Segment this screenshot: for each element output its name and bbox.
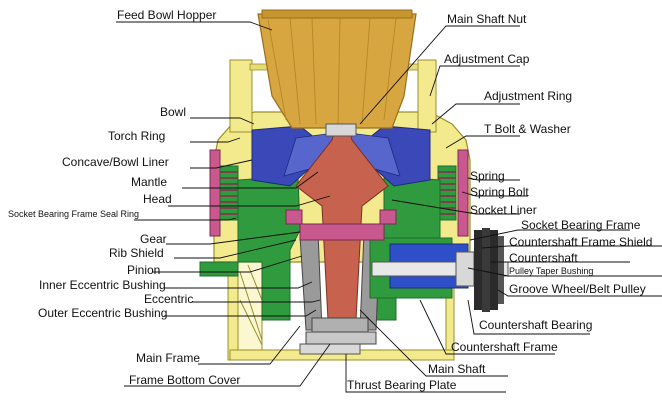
label-t-bolt-washer: T Bolt & Washer — [484, 122, 571, 136]
label-spring: Spring — [470, 169, 505, 183]
label-pulley-taper-bushing: Pulley Taper Bushing — [509, 266, 594, 276]
label-bowl: Bowl — [160, 105, 187, 119]
label-socket-bearing-frame-seal-ring: Socket Bearing Frame Seal Ring — [8, 209, 140, 219]
label-mantle: Mantle — [131, 175, 168, 189]
label-main-shaft: Main Shaft — [428, 362, 486, 376]
label-outer-eccentric-bushing: Outer Eccentric Bushing — [38, 306, 168, 320]
main-frame — [227, 261, 455, 361]
label-concave-bowl-liner: Concave/Bowl Liner — [62, 155, 169, 169]
label-gear: Gear — [140, 232, 167, 246]
label-socket-liner: Socket Liner — [470, 203, 537, 217]
label-main-shaft-nut: Main Shaft Nut — [447, 12, 527, 26]
leader-lines — [116, 21, 662, 393]
label-feed-bowl-hopper: Feed Bowl Hopper — [117, 8, 217, 22]
spring-assembly-right — [437, 149, 469, 237]
label-adjustment-ring: Adjustment Ring — [484, 89, 573, 103]
label-eccentric: Eccentric — [144, 292, 194, 306]
label-spring-bolt: Spring Bolt — [470, 185, 529, 199]
label-thrust-bearing-plate: Thrust Bearing Plate — [347, 378, 457, 392]
label-socket-bearing-frame: Socket Bearing Frame — [521, 218, 641, 232]
label-frame-bottom-cover: Frame Bottom Cover — [129, 373, 241, 387]
label-inner-eccentric-bushing: Inner Eccentric Bushing — [39, 278, 166, 292]
socket-bearing-frame-body — [199, 175, 441, 321]
label-adjustment-cap: Adjustment Cap — [444, 52, 530, 66]
label-rib-shield: Rib Shield — [109, 246, 164, 260]
label-head: Head — [143, 192, 172, 206]
label-countershaft-bearing: Countershaft Bearing — [479, 318, 593, 332]
feed-bowl-hopper — [257, 9, 417, 129]
label-pinion: Pinion — [127, 263, 161, 277]
label-countershaft-frame-shield: Countershaft Frame Shield — [509, 235, 653, 249]
label-torch-ring: Torch Ring — [108, 129, 166, 143]
label-groove-wheel-belt-pulley: Groove Wheel/Belt Pulley — [509, 282, 646, 296]
label-countershaft: Countershaft — [509, 251, 578, 265]
label-countershaft-frame: Countershaft Frame — [451, 340, 558, 354]
label-main-frame: Main Frame — [136, 351, 201, 365]
